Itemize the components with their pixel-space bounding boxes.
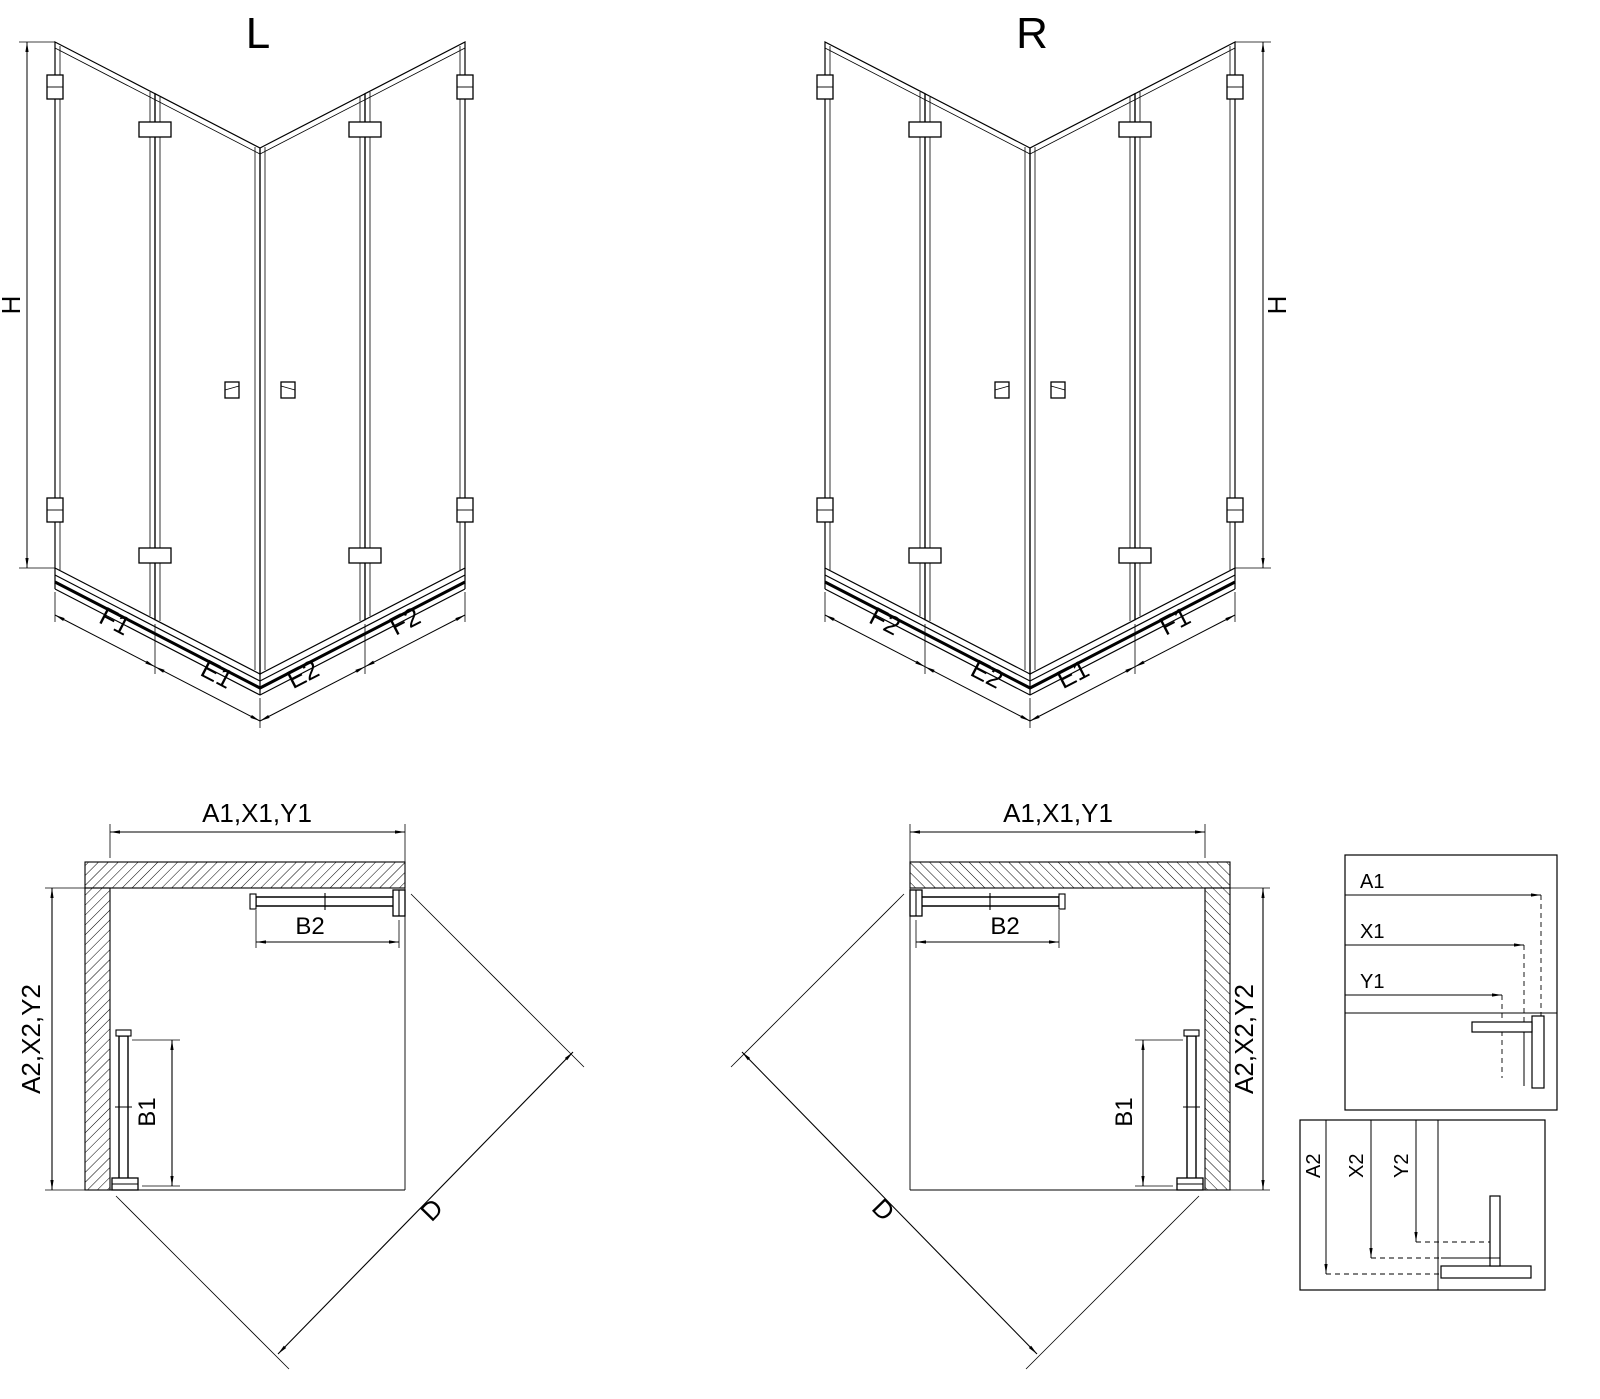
- dim-label-b1-left: B1: [134, 1097, 161, 1126]
- detail-bottom-frame: [1299, 1119, 1546, 1291]
- iso-view-right: R H F2 E2 E1 F1: [817, 9, 1292, 728]
- plan-lineart-left: [45, 824, 584, 1369]
- dim-label-a1x1y1-right: A1,X1,Y1: [1003, 798, 1113, 828]
- dim-label-d-right: D: [866, 1193, 901, 1227]
- detail-label-a2: A2: [1303, 1154, 1325, 1178]
- dim-label-a1x1y1-left: A1,X1,Y1: [202, 798, 312, 828]
- view-label-r: R: [1016, 9, 1048, 58]
- detail-label-y2: Y2: [1391, 1154, 1413, 1178]
- plan-view-left: A1,X1,Y1 A2,X2,Y2 B2 B1 D: [16, 798, 584, 1369]
- detail-label-x1: X1: [1360, 921, 1384, 943]
- dim-label-h-left: H: [0, 296, 26, 315]
- detail-label-a1: A1: [1360, 871, 1384, 893]
- dim-label-h-right: H: [1262, 296, 1292, 315]
- detail-top-frame: [1344, 854, 1558, 1111]
- plan-view-right: A1,X1,Y1 A2,X2,Y2 B2 B1 D: [731, 798, 1270, 1369]
- detail-label-y1: Y1: [1360, 971, 1384, 993]
- dim-label-a2x2y2-right: A2,X2,Y2: [1229, 984, 1259, 1094]
- dim-label-b1-right: B1: [1111, 1097, 1138, 1126]
- detail-label-x2: X2: [1346, 1154, 1368, 1178]
- dim-label-b2-left: B2: [295, 913, 324, 940]
- iso-view-left: L H F1 E1 E2 F2: [0, 9, 473, 728]
- view-label-l: L: [246, 9, 270, 58]
- dim-label-b2-right: B2: [990, 913, 1019, 940]
- dim-label-d-left: D: [414, 1193, 449, 1227]
- dim-label-a2x2y2-left: A2,X2,Y2: [16, 984, 46, 1094]
- detail-view-a1x1y1: A1 X1 Y1: [1344, 854, 1558, 1111]
- plan-lineart-right: [731, 824, 1270, 1369]
- detail-view-a2x2y2: A2 X2 Y2: [1299, 1119, 1546, 1291]
